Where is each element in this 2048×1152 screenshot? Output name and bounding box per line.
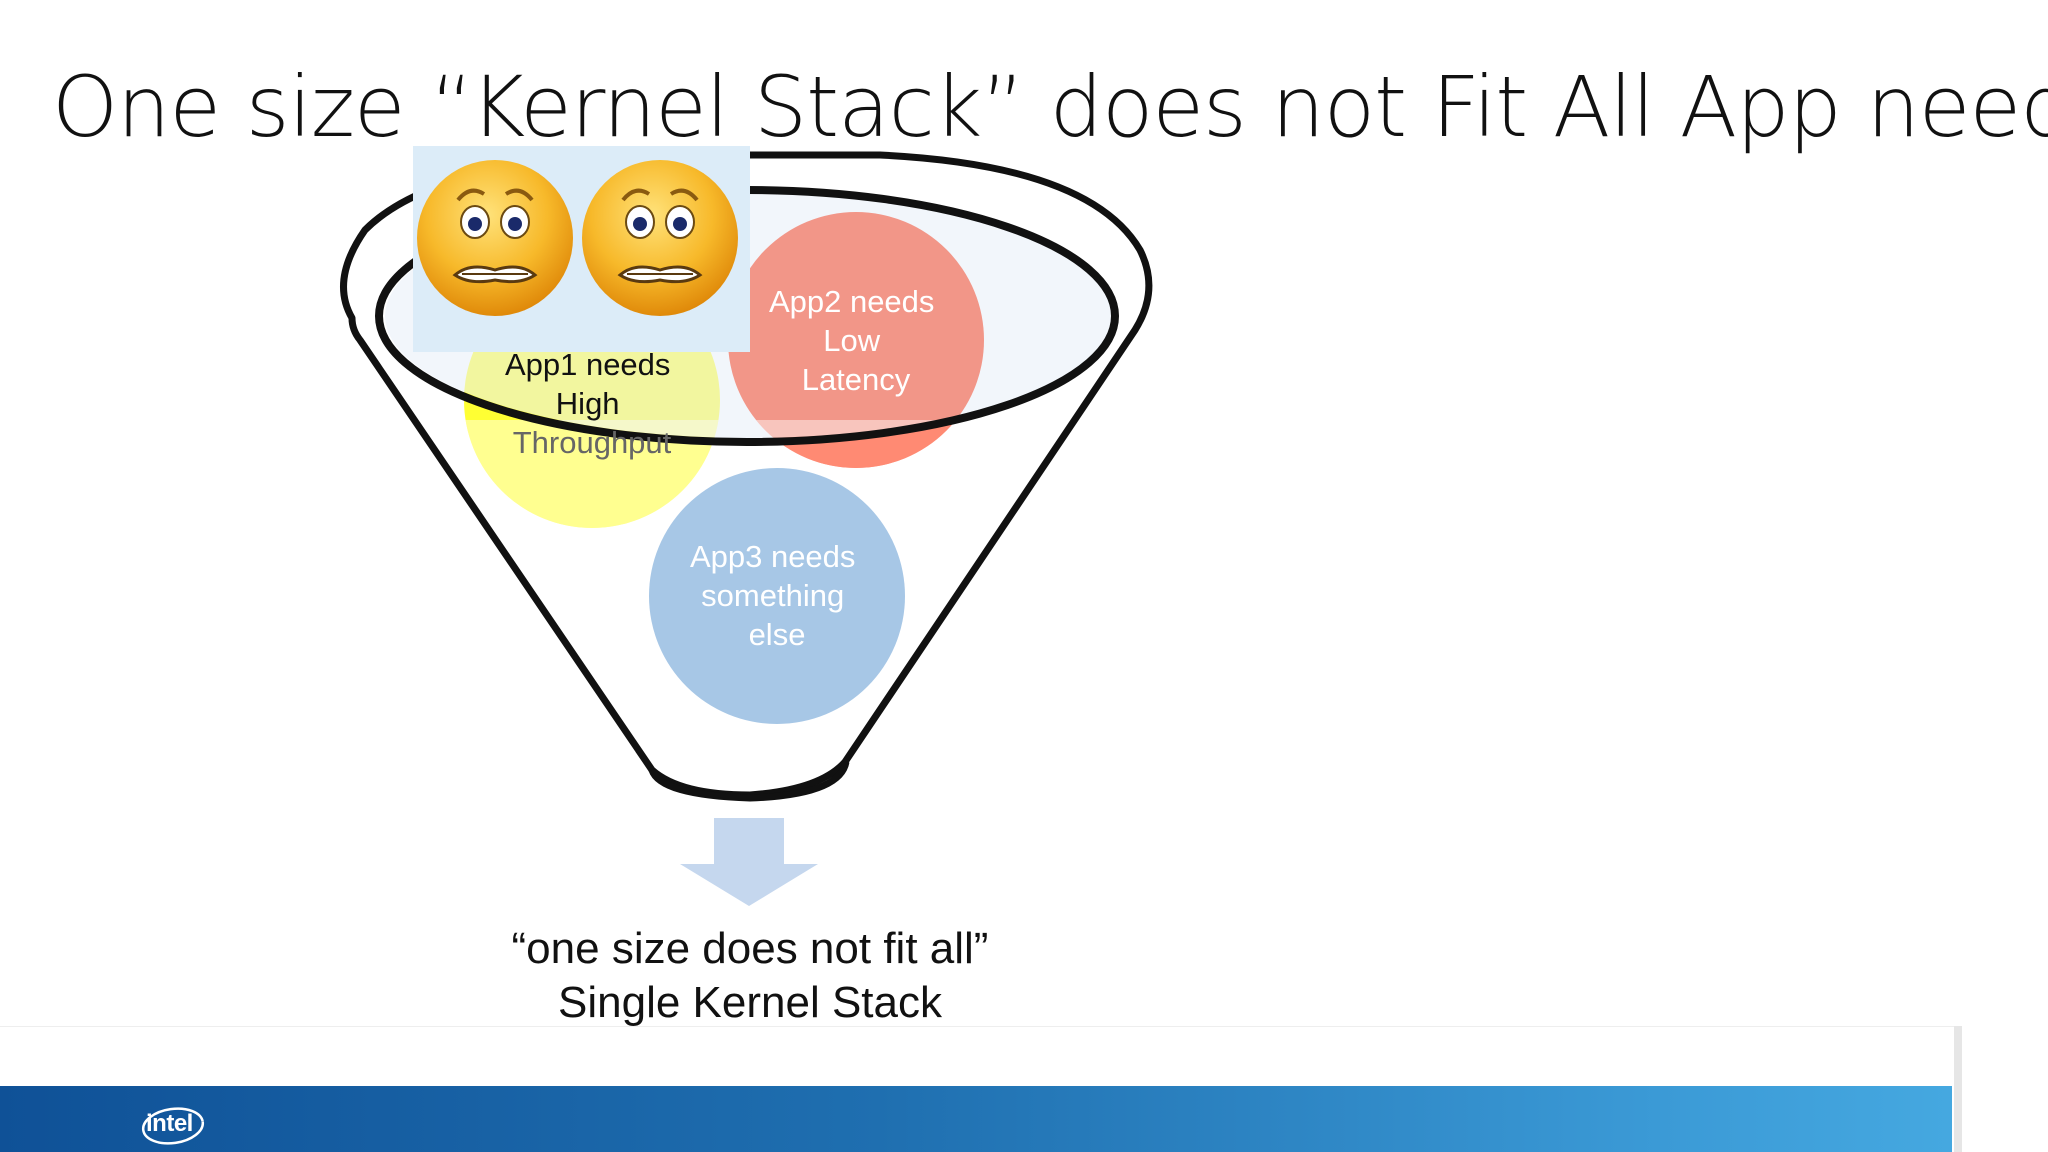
app1-label-line: High — [556, 386, 620, 421]
app3-bubble — [649, 468, 905, 724]
app1-label: App1 needs High Throughput — [505, 347, 679, 460]
app1-bubble-lower — [465, 420, 719, 528]
app3-label: App3 needs something else — [690, 539, 864, 652]
funnel-bottom — [648, 761, 850, 802]
intel-logo-text: intel — [146, 1110, 193, 1137]
app3-label-line: App3 needs — [690, 539, 855, 574]
intel-logo-icon — [141, 1107, 205, 1145]
down-arrow-icon — [680, 818, 818, 906]
worried-face-icon — [417, 160, 573, 316]
app2-label-line: Low — [823, 323, 880, 358]
app1-label-line: App1 needs — [505, 347, 670, 382]
app3-label-line: something — [701, 578, 844, 613]
caption-line-2: Single Kernel Stack — [558, 978, 942, 1027]
footer-edge — [1954, 1026, 1962, 1152]
footer-bar — [0, 1086, 1952, 1152]
caption-line-1: “one size does not fit all” — [511, 924, 989, 973]
app2-label-line: App2 needs — [769, 284, 934, 319]
app2-label-line: Latency — [802, 362, 911, 397]
app1-label-line: Throughput — [513, 425, 672, 460]
slide-title: One size “Kernel Stack” does not Fit All… — [52, 58, 2048, 156]
app2-label: App2 needs Low Latency — [769, 284, 943, 397]
worried-face-icon — [582, 160, 738, 316]
app3-label-line: else — [749, 617, 806, 652]
diagram-caption: “one size does not fit all” Single Kerne… — [430, 922, 1070, 1030]
